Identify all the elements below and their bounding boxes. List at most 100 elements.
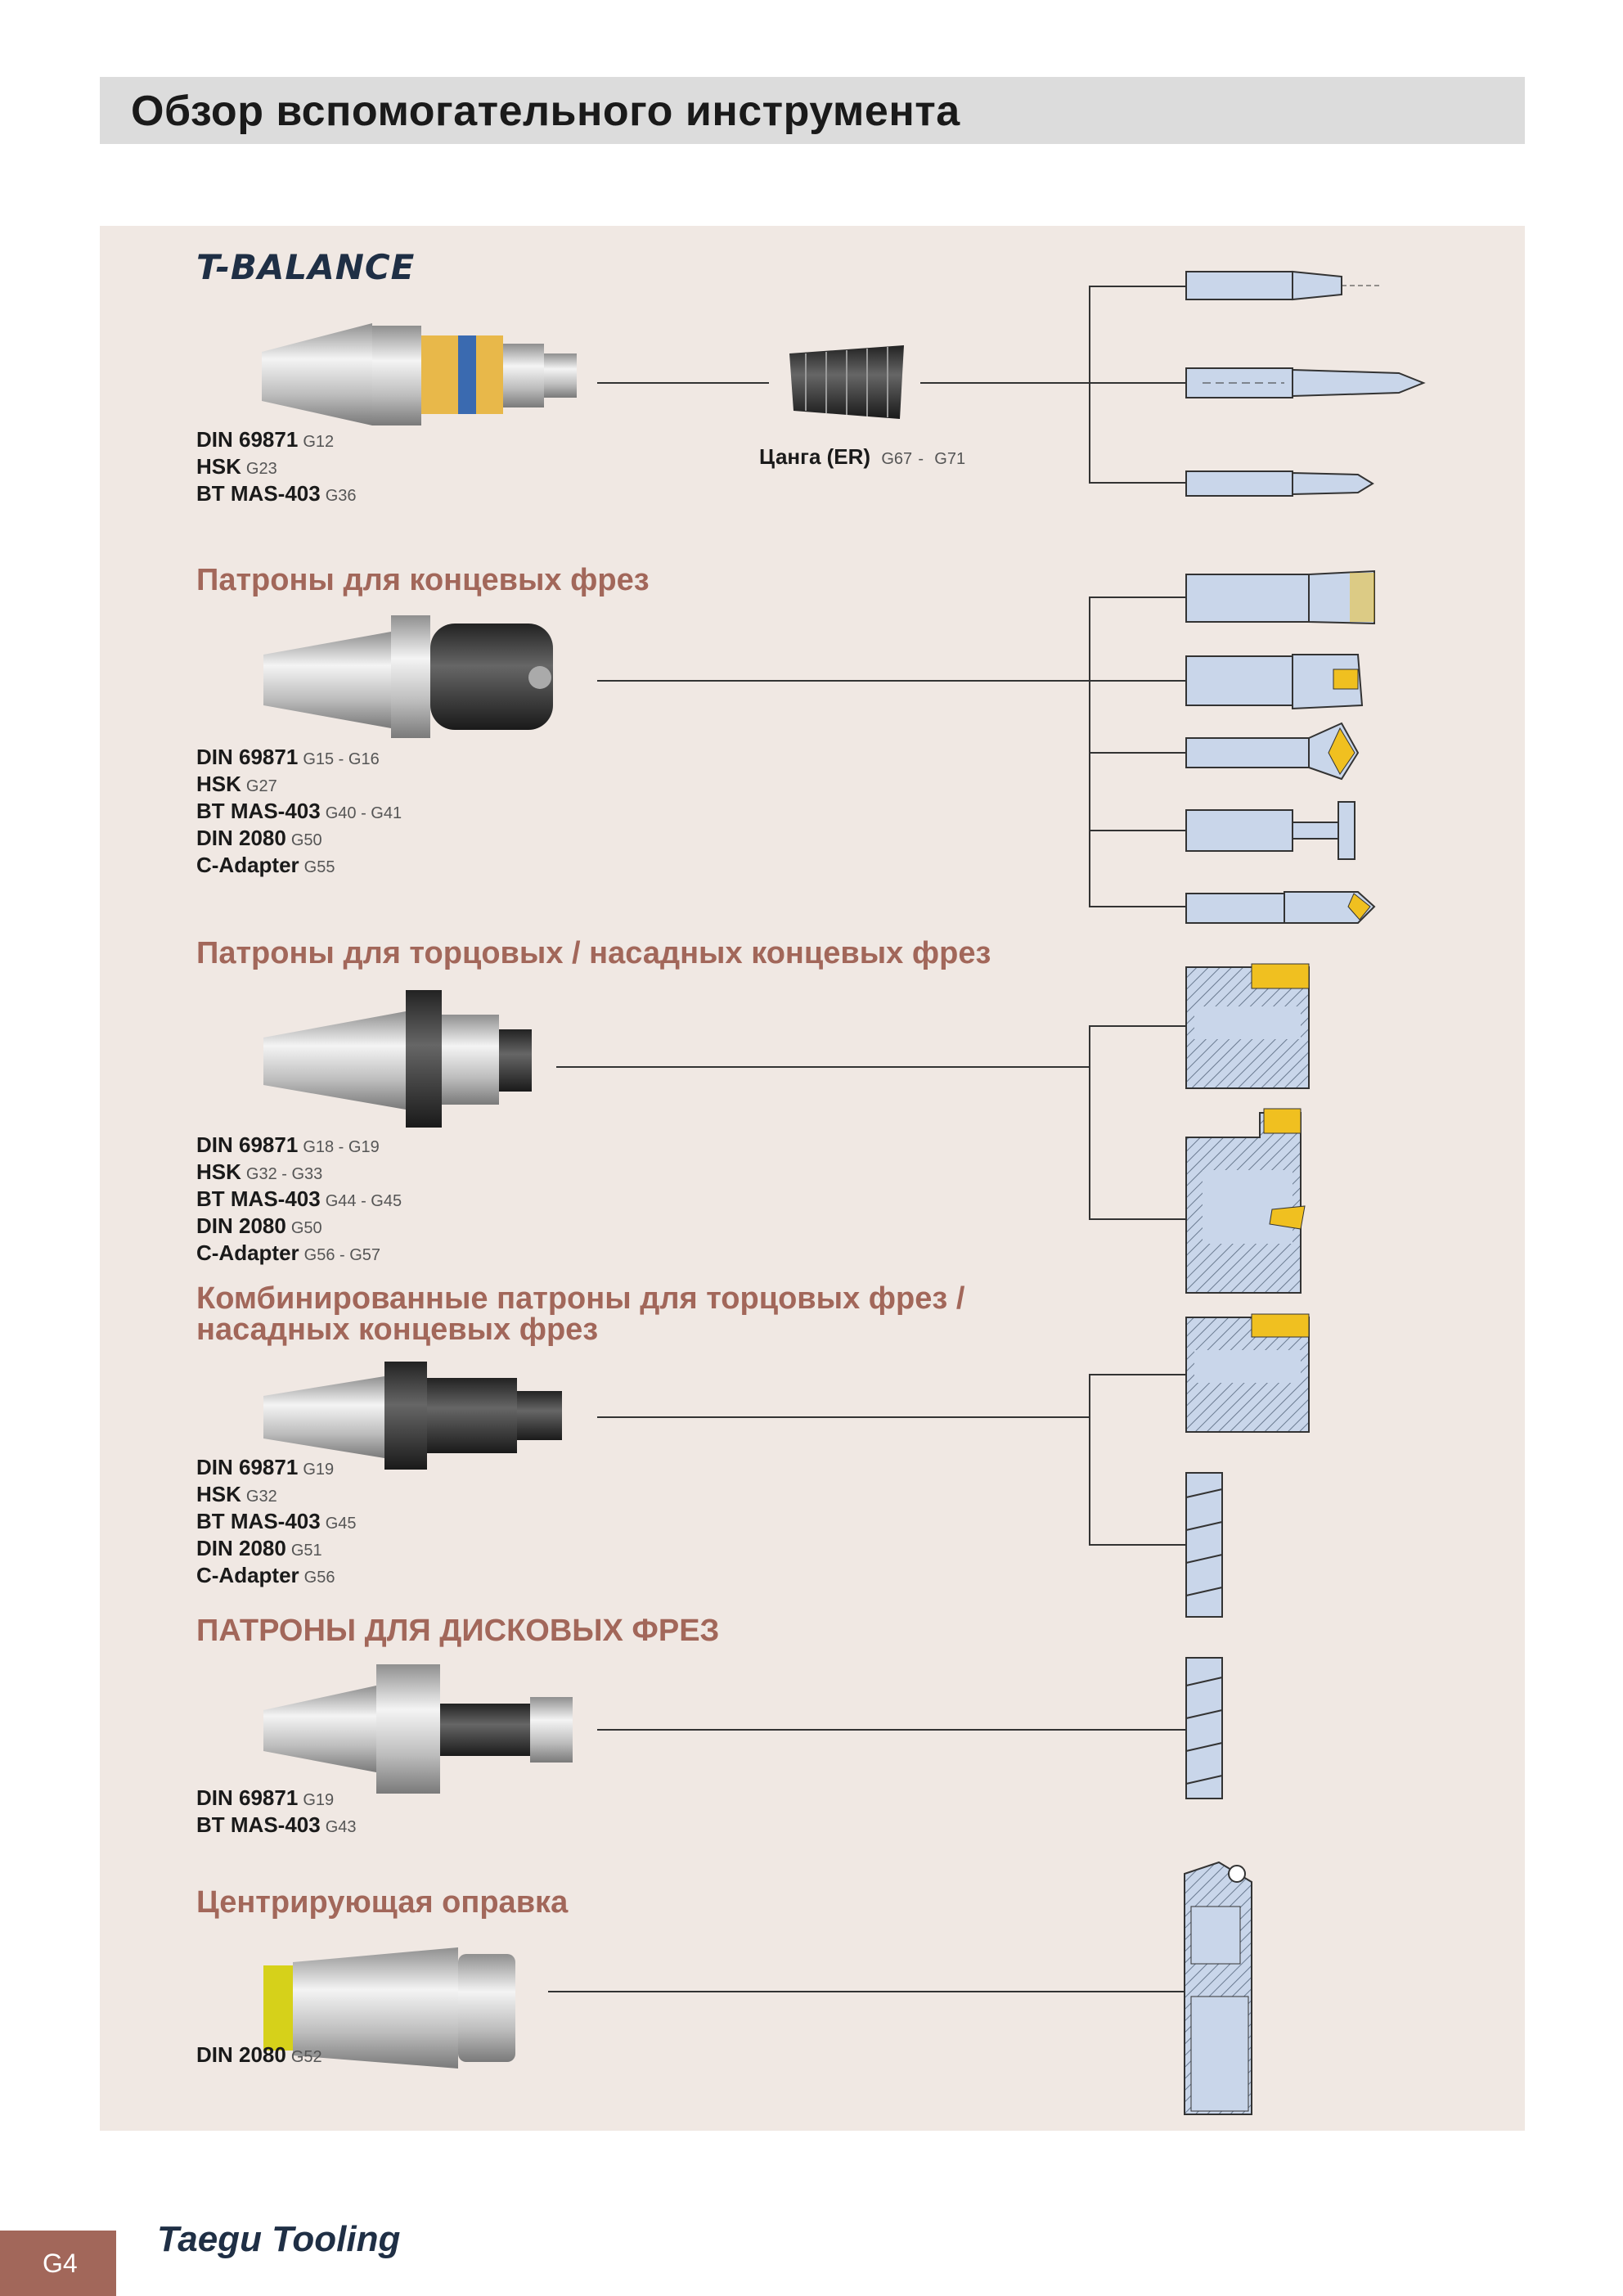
section-3-title: Патроны для торцовых / насадных концевых…: [196, 936, 991, 970]
ref-standard: DIN 69871: [196, 1455, 299, 1479]
page-number: G4: [43, 2249, 78, 2278]
ref-standard: DIN 2080: [196, 2042, 286, 2067]
section-4-title-line-2: насадных концевых фрез: [196, 1312, 599, 1347]
section-5-title: ПАТРОНЫ ДЛЯ ДИСКОВЫХ ФРЕЗ: [196, 1614, 720, 1648]
ref-pages: G15 - G16: [303, 750, 380, 768]
section-4-title-line-1: Комбинированные патроны для торцовых фре…: [196, 1281, 965, 1316]
drill-tool-2: [1185, 367, 1426, 398]
ref-standard: HSK: [196, 772, 241, 796]
collet-name: Цанга (ER): [759, 444, 871, 469]
drill-tool-3: [1185, 470, 1374, 497]
indexable-drill-tool: [1185, 891, 1376, 924]
collet-image: [789, 345, 904, 419]
ref-pages: G19: [303, 1791, 335, 1809]
combi-holder-image: [263, 1362, 562, 1470]
page-header: Обзор вспомогательного инструмента: [100, 77, 1525, 144]
ref-pages: G18 - G19: [303, 1138, 380, 1156]
tbalance-logo: T-BALANCE: [196, 247, 415, 287]
ref-pages: G50: [290, 1219, 322, 1237]
ref-standard: DIN 69871: [196, 427, 299, 452]
face-mill-tool-3: [1185, 1313, 1310, 1433]
drill-tool-1: [1185, 270, 1382, 301]
sidecutter-holder-image: [263, 1664, 573, 1794]
ref-pages: G32 - G33: [245, 1165, 323, 1183]
disc-cutter-tool: [1184, 1861, 1252, 2115]
collet-page-sep: -: [918, 450, 924, 468]
ref-standard: DIN 69871: [196, 745, 299, 769]
ref-pages: G56 - G57: [303, 1246, 381, 1264]
ref-standard: DIN 2080: [196, 1213, 286, 1238]
page-title: Обзор вспомогательного инструмента: [131, 88, 960, 135]
company-logo-text: Taegu Tooling: [157, 2219, 401, 2259]
ref-standard: BT MAS-403: [196, 1186, 321, 1211]
ref-standard: BT MAS-403: [196, 1812, 321, 1837]
collet-label: Цанга (ER) G67 - G71: [759, 444, 965, 470]
ref-standard: DIN 69871: [196, 1785, 299, 1810]
side-cutter-tool-1: [1185, 1472, 1223, 1618]
ref-pages: G55: [303, 858, 335, 876]
shellmill-holder-image: [263, 990, 532, 1128]
face-mill-tool-2: [1185, 1108, 1306, 1294]
endmill-holder-image: [263, 615, 553, 738]
ref-pages: G56: [303, 1569, 335, 1587]
endmill-tool-2: [1185, 654, 1364, 710]
ref-pages: G50: [290, 831, 322, 849]
ref-standard: C-Adapter: [196, 853, 299, 877]
ref-pages: G27: [245, 777, 277, 795]
endmill-tool-1: [1185, 569, 1375, 625]
face-mill-tool-1: [1185, 963, 1310, 1089]
ref-standard: BT MAS-403: [196, 799, 321, 823]
ref-pages: G45: [325, 1515, 357, 1533]
ref-pages: G52: [290, 2048, 322, 2066]
tbalance-logo-text: T-BALANCE: [196, 247, 416, 287]
section-6-title: Центрирующая оправка: [196, 1885, 569, 1920]
ref-pages: G23: [245, 460, 277, 478]
side-cutter-tool-2: [1185, 1657, 1223, 1799]
company-logo: Taegu Tooling: [157, 2219, 400, 2260]
section-4-title: Комбинированные патроны для торцовых фре…: [196, 1283, 964, 1345]
ref-pages: G12: [303, 433, 335, 451]
endmill-tool-3: [1185, 722, 1360, 781]
page-number-tab: G4: [0, 2231, 116, 2296]
ref-pages: G43: [325, 1818, 357, 1836]
collet-page-to: G71: [934, 450, 966, 468]
ref-standard: DIN 69871: [196, 1132, 299, 1157]
ref-standard: BT MAS-403: [196, 1509, 321, 1533]
ref-pages: G51: [290, 1542, 322, 1560]
tslot-cutter-tool: [1185, 801, 1355, 860]
ref-standard: HSK: [196, 454, 241, 479]
ref-standard: HSK: [196, 1482, 241, 1506]
section-2-title: Патроны для концевых фрез: [196, 563, 650, 597]
ref-standard: BT MAS-403: [196, 481, 321, 506]
ref-standard: DIN 2080: [196, 826, 286, 850]
ref-pages: G19: [303, 1461, 335, 1479]
ref-pages: G32: [245, 1488, 277, 1506]
tbalance-holder-image: [262, 323, 577, 425]
ref-pages: G36: [325, 487, 357, 505]
ref-standard: C-Adapter: [196, 1563, 299, 1587]
ref-pages: G44 - G45: [325, 1192, 402, 1210]
ref-standard: DIN 2080: [196, 1536, 286, 1560]
